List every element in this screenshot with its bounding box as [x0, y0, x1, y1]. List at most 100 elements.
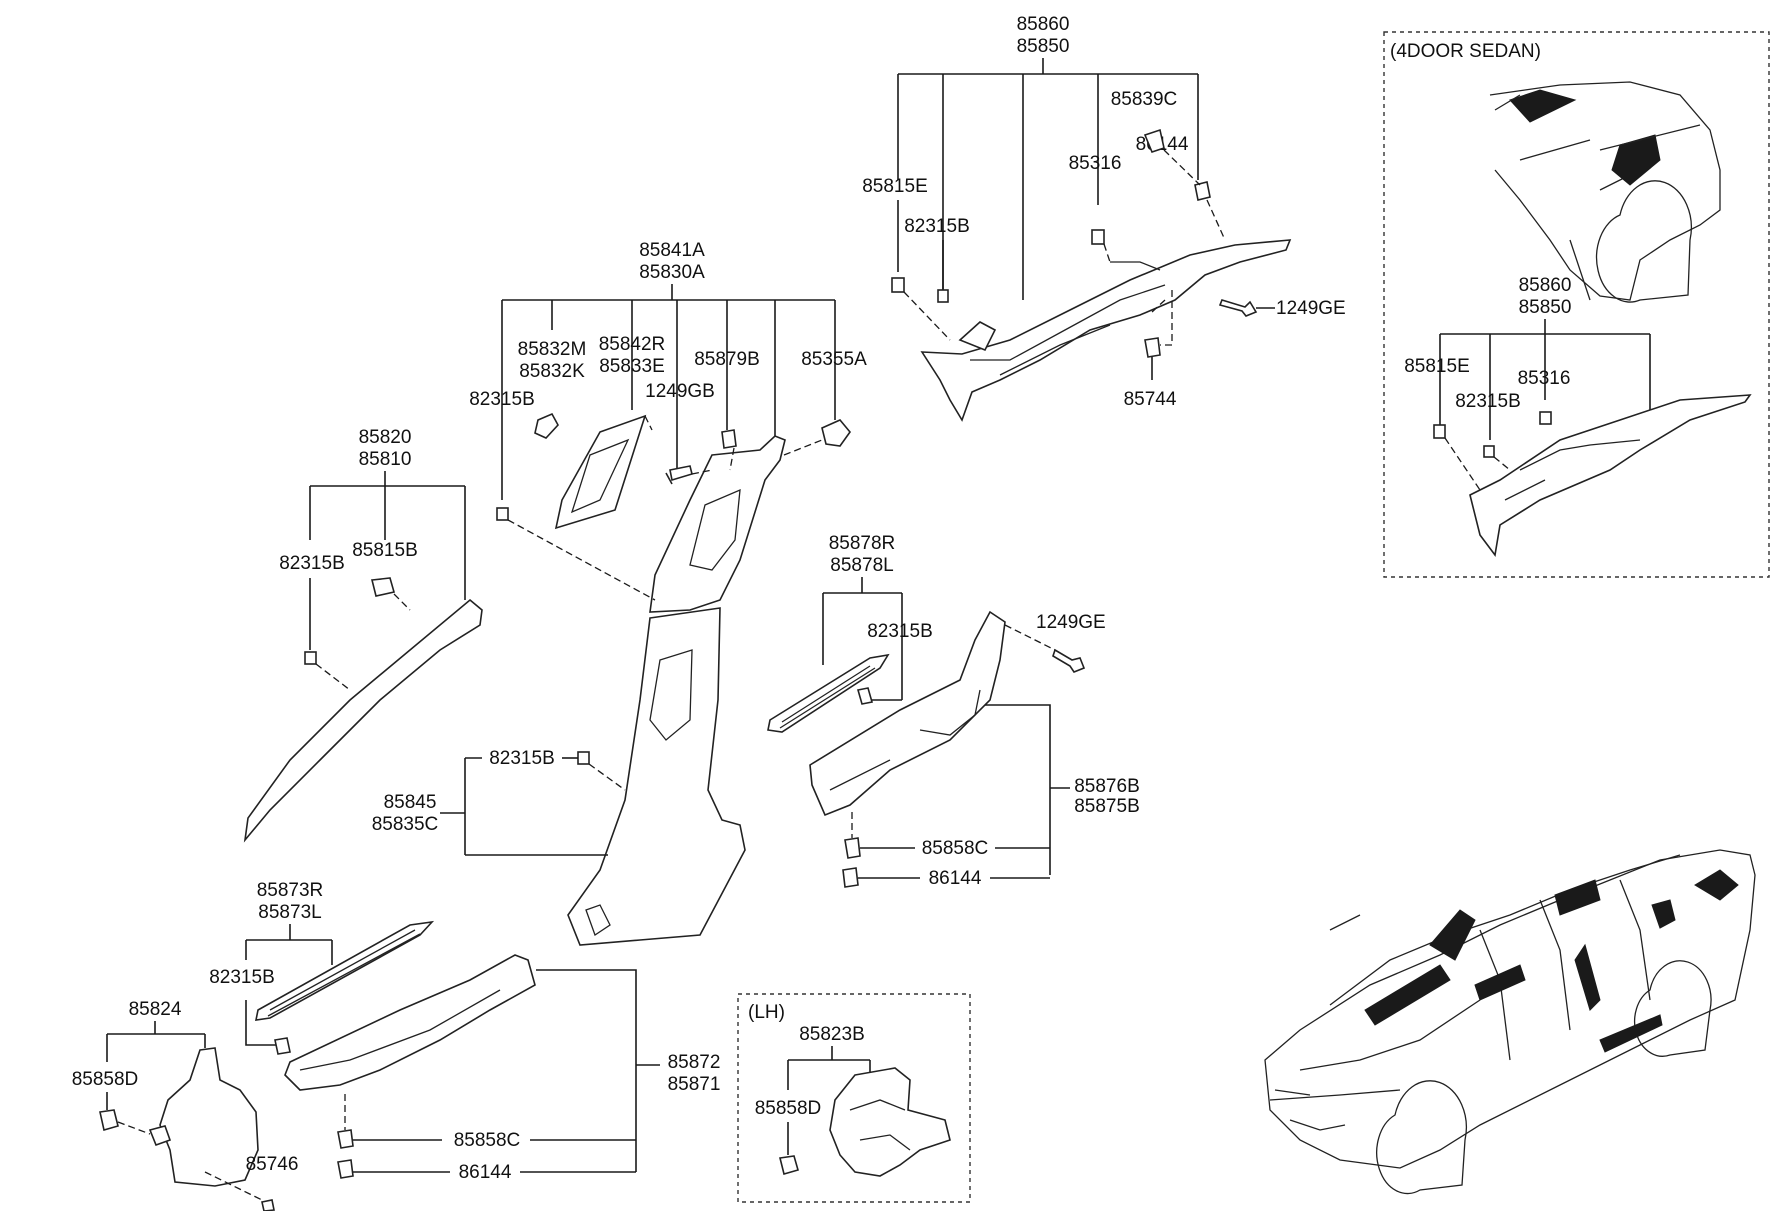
sedan-shaded-pillar: [1611, 134, 1661, 186]
label-85841A: 85841A: [639, 240, 705, 261]
sedan-label-85316: 85316: [1518, 368, 1571, 389]
clip-82315B-e: [274, 1037, 291, 1055]
label-82315B-d: 82315B: [489, 748, 555, 769]
shaded-a-pillar: [1364, 964, 1451, 1026]
clip-86144-bot: [337, 1159, 354, 1179]
label-85860: 85860: [1017, 14, 1070, 35]
label-85879B: 85879B: [694, 349, 760, 370]
center-pillar-upper-group: 85841A 85830A 85832M 85832K 85842R 85833…: [469, 240, 867, 613]
front-pillar-group: 85820 85810 82315B 85815B: [243, 427, 483, 843]
vehicle-overview-illustration: [1264, 849, 1756, 1195]
label-85815E: 85815E: [862, 176, 928, 197]
clip-85858D-lh: [779, 1155, 799, 1175]
rear-door-trim-85876B: [809, 610, 1006, 817]
front-door-trim-85872: [284, 954, 536, 1091]
trim-85842R: [554, 414, 647, 530]
label-82315B-a: 82315B: [279, 553, 345, 574]
clip-85316: [1091, 229, 1105, 245]
label-85355A: 85355A: [801, 349, 867, 370]
clip-82315B-b: [496, 507, 509, 521]
rear-pillar-trim-group: 85860 85850 85839C 86144 85316 85815E 82…: [862, 14, 1346, 422]
sedan-inset-box: [1383, 31, 1770, 578]
rear-scuff-group: 85878R 85878L 82315B 1249GE 85876B 85875…: [767, 533, 1140, 889]
label-85746: 85746: [246, 1154, 299, 1175]
label-85872: 85872: [668, 1052, 721, 1073]
label-85815B: 85815B: [352, 540, 418, 561]
label-85835C: 85835C: [372, 814, 439, 835]
label-85871: 85871: [668, 1074, 721, 1095]
sedan-shaded-roof-rail: [1509, 89, 1577, 123]
sedan-clip-82315B: [1483, 445, 1495, 458]
scuff-plate-85873R: [254, 920, 435, 1021]
clip-82315B-a: [304, 651, 317, 665]
label-85845: 85845: [384, 792, 437, 813]
label-82315B-b: 82315B: [469, 389, 535, 410]
lh-inset-box: [737, 993, 971, 1203]
bolt-1249GE-top: [1218, 299, 1258, 317]
cap-85355A: [821, 419, 852, 447]
label-1249GB: 1249GB: [645, 381, 715, 402]
sedan-label-85815E: 85815E: [1404, 356, 1470, 377]
label-85858C-mid: 85858C: [922, 838, 989, 859]
front-scuff-group: 85873R 85873L 82315B 85872 85871 85858C …: [209, 880, 720, 1183]
clip-85746: [261, 1199, 275, 1211]
rear-pillar-trim-85860: [920, 239, 1292, 422]
lh-inset-title: (LH): [748, 1002, 785, 1023]
label-85858D-lh: 85858D: [755, 1098, 822, 1119]
label-82315B-top: 82315B: [904, 216, 970, 237]
cowl-trim-85823B: [829, 1067, 951, 1177]
lh-inset: (LH) 85823B 85858D: [737, 993, 971, 1203]
label-85744: 85744: [1124, 389, 1177, 410]
shaded-b-pillar: [1574, 943, 1601, 1011]
label-85876B: 85876B: [1074, 776, 1140, 797]
label-1249GE-top: 1249GE: [1276, 298, 1346, 319]
bolt-1249GE-mid: [1052, 648, 1086, 673]
clip-82315B-c: [856, 687, 874, 705]
label-85810: 85810: [359, 449, 412, 470]
sedan-rear-pillar-trim: [1469, 394, 1752, 557]
label-1249GE-mid: 1249GE: [1036, 612, 1106, 633]
front-pillar-trim-85820: [243, 598, 483, 843]
shaded-roof-rail: [1554, 879, 1601, 916]
label-82315B-c: 82315B: [867, 621, 933, 642]
label-85824: 85824: [129, 999, 182, 1020]
label-85832M: 85832M: [518, 339, 587, 360]
sedan-inset-title: (4DOOR SEDAN): [1390, 41, 1541, 62]
clip-85839C: [1143, 128, 1165, 153]
sedan-inset: (4DOOR SEDAN) 85860 85850 85815E 82315B …: [1383, 31, 1770, 578]
shaded-rear-scuff: [1599, 1014, 1663, 1053]
cowl-side-trim-85824: [159, 1047, 259, 1187]
sedan-label-82315B: 82315B: [1455, 391, 1521, 412]
clip-85858D: [99, 1109, 119, 1132]
label-86144-bot: 86144: [459, 1162, 512, 1183]
clip-86144-mid: [842, 867, 859, 888]
label-85833E: 85833E: [599, 356, 665, 377]
sedan-car-illustration: [1489, 81, 1721, 301]
sedan-clip-85316: [1539, 411, 1552, 425]
sedan-label-85860: 85860: [1519, 275, 1572, 296]
center-pillar-lower-85845: [567, 607, 746, 946]
clip-85744: [1144, 337, 1161, 358]
clip-82315B-d: [577, 751, 590, 765]
cowl-trim-group: 85824 85858D 85746: [72, 999, 299, 1211]
sedan-label-85850: 85850: [1519, 297, 1572, 318]
label-86144-mid: 86144: [929, 868, 982, 889]
label-85873R: 85873R: [257, 880, 324, 901]
bolt-1249GB: [665, 465, 693, 485]
cover-85832M: [534, 412, 559, 439]
label-85873L: 85873L: [258, 902, 321, 923]
label-85839C: 85839C: [1111, 89, 1178, 110]
clip-85858C-mid: [844, 837, 861, 859]
label-82315B-e: 82315B: [209, 967, 275, 988]
clip-85858C-bot: [337, 1129, 354, 1149]
label-85830A: 85830A: [639, 262, 705, 283]
label-85842R: 85842R: [599, 334, 666, 355]
shaded-a-pillar-upper: [1429, 909, 1476, 961]
sedan-clip-85815E: [1433, 424, 1446, 439]
label-85850: 85850: [1017, 36, 1070, 57]
clip-85815E: [891, 277, 905, 293]
clip-86144-top: [1194, 181, 1211, 201]
label-85858C-bot: 85858C: [454, 1130, 521, 1151]
clip-85815B: [371, 577, 396, 597]
